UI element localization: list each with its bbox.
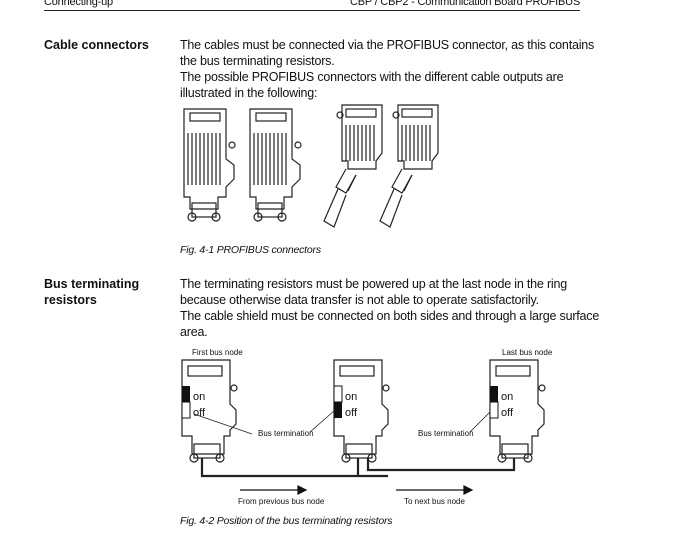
text-line: area.: [180, 325, 208, 339]
header-rule: [44, 10, 580, 11]
leader-line: [193, 413, 253, 435]
running-header-left: Connecting-up: [44, 0, 113, 8]
connector-angled-2: [379, 104, 439, 228]
label-off: off: [501, 407, 514, 419]
arrow-head: [297, 485, 308, 495]
heading-line: Bus terminating: [44, 277, 140, 291]
bus-terminating-resistors-figure: First bus node Last bus node Bus termina…: [181, 348, 553, 506]
label-bus-termination-1: Bus termination: [258, 429, 314, 438]
label-off: off: [193, 407, 206, 419]
middle-bus-node-connector: [333, 359, 390, 463]
text-line: The cables must be connected via the PRO…: [180, 38, 595, 52]
running-header-right: CBP / CBP2 - Communication Board PROFIBU…: [349, 0, 580, 8]
label-to-next: To next bus node: [404, 497, 465, 506]
section-heading-bus-terminating: Bus terminating resistors: [44, 276, 139, 308]
label-on: on: [501, 391, 513, 403]
switch-first-node: [181, 386, 191, 419]
cable-to-next: [366, 458, 516, 472]
cable-from-previous: [200, 458, 388, 478]
figure-caption-4-1: Fig. 4-1 PROFIBUS connectors: [180, 244, 321, 256]
text-line: The possible PROFIBUS connectors with th…: [180, 70, 564, 84]
switch-last-node: [489, 386, 499, 419]
label-from-previous: From previous bus node: [238, 497, 325, 506]
label-off: off: [345, 407, 358, 419]
bus-terminating-text: The terminating resistors must be powere…: [180, 276, 600, 340]
cable-connectors-text: The cables must be connected via the PRO…: [180, 37, 600, 101]
connector-angled-1: [323, 104, 383, 228]
first-bus-node-connector: [181, 359, 238, 463]
text-line: the bus terminating resistors.: [180, 54, 335, 68]
label-bus-termination-2: Bus termination: [418, 429, 474, 438]
label-last-bus-node: Last bus node: [502, 348, 553, 357]
text-line: because otherwise data transfer is not a…: [180, 293, 539, 307]
text-line: The cable shield must be connected on bo…: [180, 309, 600, 323]
section-heading-cable-connectors: Cable connectors: [44, 38, 149, 52]
text-line: The terminating resistors must be powere…: [180, 277, 568, 291]
label-first-bus-node: First bus node: [192, 348, 243, 357]
connector-straight-1: [183, 108, 236, 222]
label-on: on: [193, 391, 205, 403]
arrow-head: [463, 485, 474, 495]
last-bus-node-connector: [489, 359, 546, 463]
connector-straight-2: [249, 108, 302, 222]
text-line: illustrated in the following:: [180, 86, 318, 100]
profibus-connectors-figure: [183, 104, 439, 228]
label-on: on: [345, 391, 357, 403]
switch-middle-node: [333, 385, 343, 418]
heading-line: resistors: [44, 293, 97, 307]
figure-caption-4-2: Fig. 4-2 Position of the bus terminating…: [180, 515, 393, 527]
